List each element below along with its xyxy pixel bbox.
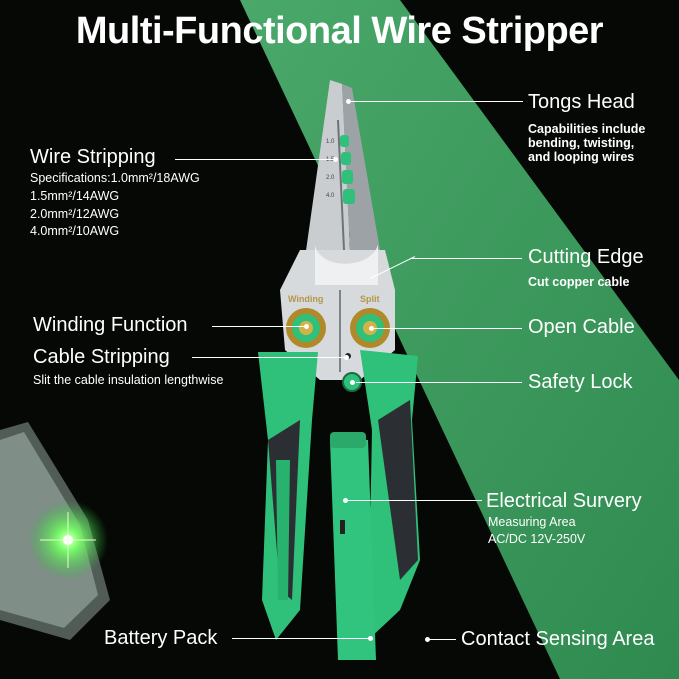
tester-module: [330, 440, 376, 660]
page-title: Multi-Functional Wire Stripper: [75, 10, 604, 52]
leader-dot-tongs-head: [346, 99, 351, 104]
leader-dot-safety-lock: [350, 380, 355, 385]
cutting-edge-desc: Cut copper cable: [528, 275, 630, 289]
label-safety-lock: Safety Lock: [528, 371, 633, 393]
label-cutting-edge: Cutting Edge: [528, 246, 644, 268]
leader-line-wire-stripping: [175, 159, 335, 160]
label-open-cable: Open Cable: [528, 316, 635, 338]
leader-line-electrical-survery: [346, 500, 482, 501]
tongs-head-desc-1: Capabilities include: [528, 122, 646, 136]
leader-line-contact-sensing: [428, 639, 456, 640]
tongs-head-desc-3: and looping wires: [528, 150, 635, 164]
spec-line-1: Specifications:1.0mm²/18AWG: [30, 171, 200, 185]
label-battery-pack: Battery Pack: [104, 627, 218, 649]
label-wire-stripping: Wire Stripping: [30, 146, 156, 168]
svg-text:2.0: 2.0: [326, 175, 335, 181]
leader-dot-cable-stripping: [344, 355, 349, 360]
spec-line-2: 1.5mm²/14AWG: [30, 189, 120, 203]
label-winding-function: Winding Function: [33, 314, 188, 336]
label-tongs-head: Tongs Head: [528, 91, 635, 113]
jaw-right: [342, 84, 380, 250]
leader-line-open-cable: [372, 328, 522, 329]
spec-line-3: 2.0mm²/12AWG: [30, 207, 120, 221]
leader-line-cutting-edge: [410, 258, 522, 259]
leader-line-battery-pack: [232, 638, 370, 639]
leader-line-winding: [212, 326, 306, 327]
leader-dot-winding: [304, 324, 309, 329]
leader-dot-electrical-survery: [343, 498, 348, 503]
leader-dot-battery-pack: [368, 636, 373, 641]
spec-line-4: 4.0mm²/10AWG: [30, 224, 120, 238]
leader-dot-wire-stripping: [333, 157, 338, 162]
stripping-holes: [340, 135, 355, 204]
battery-pack-glow: [0, 422, 110, 640]
svg-text:1.0: 1.0: [326, 139, 335, 145]
jaw-mark-winding: Winding: [288, 294, 323, 304]
leader-dot-open-cable: [369, 326, 374, 331]
label-electrical-survery: Electrical Survery: [486, 490, 642, 512]
label-contact-sensing-area: Contact Sensing Area: [461, 628, 655, 650]
tongs-head-desc-2: bending, twisting,: [528, 136, 635, 150]
label-cable-stripping: Cable Stripping: [33, 346, 170, 368]
leader-line-cable-stripping: [192, 357, 346, 358]
leader-dot-contact-sensing: [425, 637, 430, 642]
jaw-mark-split: Split: [360, 294, 380, 304]
svg-text:1.5: 1.5: [326, 157, 335, 163]
cable-stripping-desc: Slit the cable insulation lengthwise: [33, 373, 224, 387]
svg-text:4.0: 4.0: [326, 193, 335, 199]
leader-line-safety-lock: [356, 382, 522, 383]
electrical-survery-desc-1: Measuring Area: [488, 515, 576, 529]
leader-line-tongs-head: [348, 101, 523, 102]
electrical-survery-desc-2: AC/DC 12V-250V: [488, 532, 586, 546]
